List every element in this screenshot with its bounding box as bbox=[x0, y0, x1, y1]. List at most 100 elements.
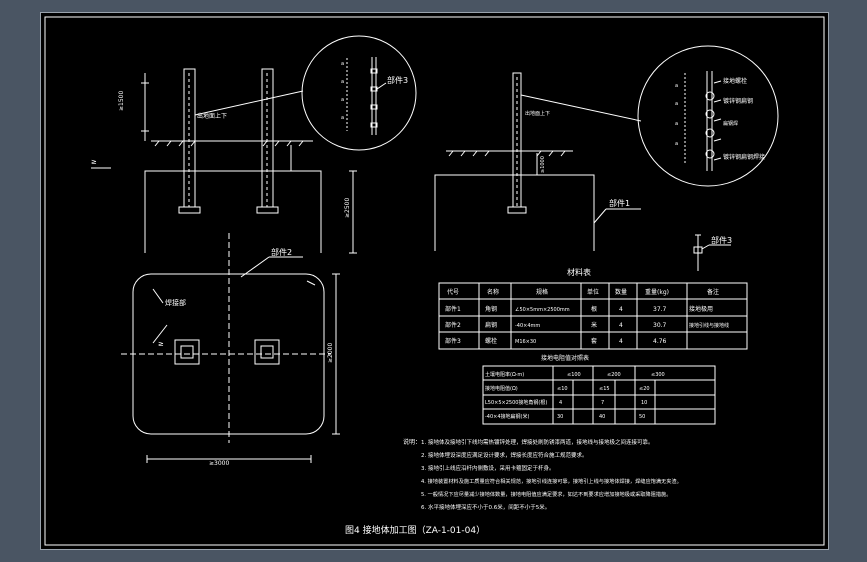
detail-circle-left bbox=[301, 35, 417, 151]
resistance-table-title: 接地电阻值对照表 bbox=[541, 354, 589, 362]
note-3: 3. 接地引上线应沿杆内侧敷设，采用卡箍固定于杆身。 bbox=[421, 464, 555, 472]
mt-r0-c0: 部件1 bbox=[445, 305, 461, 313]
marker-2-plan: ≥ bbox=[158, 340, 164, 348]
mt-r1-c0: 部件2 bbox=[445, 321, 461, 329]
svg-text:a: a bbox=[341, 115, 344, 121]
note-1: 1. 接地体及接地引下线均需热镀锌处理，焊接处刷防锈漆两道，接地线与接地极之间连… bbox=[421, 438, 654, 446]
pole-1-base bbox=[178, 206, 201, 214]
right-elevation bbox=[434, 72, 642, 251]
mt-h0: 代号 bbox=[447, 288, 459, 296]
callout-part3-right: 部件3 bbox=[711, 235, 732, 245]
rt-r1-c3: 10 bbox=[641, 400, 647, 406]
callout-part3-left: 部件3 bbox=[387, 75, 408, 85]
mt-h1: 名称 bbox=[487, 288, 499, 296]
pole-1 bbox=[183, 68, 196, 208]
rt-r1-c1: 4 bbox=[559, 400, 562, 406]
label-earth-right: 出地面上下 bbox=[525, 110, 550, 117]
mt-r0-c3: 根 bbox=[591, 305, 597, 313]
plan-view bbox=[121, 233, 340, 463]
cad-drawing: 出地面上下 ≥1500 ≥2500 ≥ a a a a 部件3 bbox=[44, 16, 825, 546]
rt-h2: ≤200 bbox=[607, 372, 621, 378]
rt-h3: ≤300 bbox=[651, 372, 665, 378]
trench-profile-right bbox=[434, 174, 595, 251]
svg-text:a: a bbox=[675, 141, 678, 147]
label-above-ground: 出地面上下 bbox=[197, 112, 227, 120]
rt-r0-c3: ≤20 bbox=[639, 386, 650, 392]
dim-depth: ≥2500 bbox=[344, 198, 351, 218]
mt-r1-c1: 扁钢 bbox=[485, 321, 497, 329]
svg-text:a: a bbox=[675, 121, 678, 127]
dim-height-text: ≥2000 bbox=[327, 343, 334, 363]
material-table-title: 材料表 bbox=[567, 267, 591, 277]
pole-right-base bbox=[507, 206, 527, 214]
left-elevation bbox=[91, 68, 357, 254]
mt-r2-c2: M16×30 bbox=[515, 339, 536, 345]
pole-2-base bbox=[256, 206, 279, 214]
mt-r2-c4: 4 bbox=[619, 338, 623, 345]
mt-r0-c5: 37.7 bbox=[653, 306, 667, 313]
detail-circle-right bbox=[637, 45, 779, 187]
mt-r1-c4: 4 bbox=[619, 322, 623, 329]
svg-text:a: a bbox=[341, 61, 344, 67]
sheet-title: 图4 接地体加工图（ZA-1-01-04） bbox=[345, 524, 485, 536]
note-6: 6. 水平接地体埋深应不小于0.6米，间距不小于5米。 bbox=[421, 503, 550, 511]
marker-2-left: ≥ bbox=[91, 158, 97, 166]
note-4: 4. 接地装置材料及施工质量应符合相关规范，接地引线连接可靠，接地引上线与接地体… bbox=[421, 477, 682, 485]
detail-right-label-1: 接地螺栓 bbox=[723, 77, 747, 85]
svg-text:a: a bbox=[675, 101, 678, 107]
detail-right-label-4: 镀锌钢扁钢焊接 bbox=[723, 153, 765, 161]
plan-pole-2 bbox=[254, 339, 280, 365]
note-2: 2. 接地体埋设深度应满足设计要求，焊接长度应符合施工规范要求。 bbox=[421, 451, 588, 459]
mt-r2-c0: 部件3 bbox=[445, 337, 461, 345]
mt-r0-c4: 4 bbox=[619, 306, 623, 313]
rt-r0-c0: 接地电阻值(Ω) bbox=[485, 385, 518, 392]
dim-width-text: ≥3000 bbox=[209, 460, 229, 467]
detail-right-label-2: 镀锌钢扁钢 bbox=[723, 97, 753, 105]
svg-text:a: a bbox=[675, 83, 678, 89]
ground-hatch bbox=[154, 140, 304, 147]
rt-r2-c3: 50 bbox=[639, 414, 645, 420]
note-5: 5. 一般情况下应尽量减少接地体数量，接地电阻值应满足要求，如达不到要求应增加接… bbox=[421, 490, 671, 498]
resistance-table bbox=[482, 365, 716, 425]
rt-r1-c0: L50×5×2500接地角钢(根) bbox=[485, 399, 547, 406]
bolt-detail bbox=[693, 234, 731, 271]
notes-label: 说明： bbox=[403, 438, 421, 446]
drawing-frame: 出地面上下 ≥1500 ≥2500 ≥ a a a a 部件3 bbox=[40, 12, 829, 550]
callout-part1: 部件1 bbox=[609, 198, 630, 208]
material-table bbox=[438, 282, 748, 350]
mt-r2-c1: 螺栓 bbox=[485, 337, 497, 345]
mt-r0-c6: 接地极用 bbox=[689, 305, 713, 313]
rt-h1: ≤100 bbox=[567, 372, 581, 378]
sheet-border bbox=[44, 16, 825, 546]
mt-r0-c1: 角钢 bbox=[485, 305, 497, 313]
mt-h3: 单位 bbox=[587, 288, 599, 296]
rt-r1-c2: 7 bbox=[601, 400, 604, 406]
rt-r2-c2: 40 bbox=[599, 414, 605, 420]
leader-right bbox=[520, 94, 642, 122]
mt-h2: 规格 bbox=[536, 288, 548, 296]
callout-part2: 部件2 bbox=[271, 247, 292, 257]
mt-h4: 数量 bbox=[615, 288, 627, 296]
detail-right-label-3: 扁钢焊 bbox=[723, 120, 738, 127]
mt-r1-c6: 接地引线与接地线 bbox=[689, 322, 729, 329]
leader-left bbox=[194, 90, 304, 116]
svg-text:a: a bbox=[341, 97, 344, 103]
rt-r2-c0: -40×4接地扁钢(米) bbox=[485, 413, 529, 420]
trench-profile-left bbox=[144, 170, 322, 253]
dim-h-left: ≥1500 bbox=[118, 91, 125, 111]
mt-r1-c2: -40×4mm bbox=[515, 323, 540, 329]
rt-h0: 土壤电阻率(Ω·m) bbox=[485, 371, 524, 378]
label-weld: 焊接部 bbox=[165, 298, 186, 307]
plan-pole-1 bbox=[174, 339, 200, 365]
rt-r2-c1: 30 bbox=[557, 414, 563, 420]
mt-r1-c3: 米 bbox=[591, 321, 597, 329]
mt-r2-c5: 4.76 bbox=[653, 338, 667, 345]
mt-r0-c2: ∠50×5mm×2500mm bbox=[515, 307, 570, 313]
mt-r1-c5: 30.7 bbox=[653, 322, 667, 329]
svg-text:a: a bbox=[341, 79, 344, 85]
rt-r0-c2: ≤15 bbox=[599, 386, 610, 392]
rt-r0-c1: ≤10 bbox=[557, 386, 568, 392]
mt-r2-c3: 套 bbox=[591, 337, 597, 345]
dim-h-right: ≥1000 bbox=[540, 156, 546, 173]
mt-h6: 备注 bbox=[707, 288, 719, 296]
